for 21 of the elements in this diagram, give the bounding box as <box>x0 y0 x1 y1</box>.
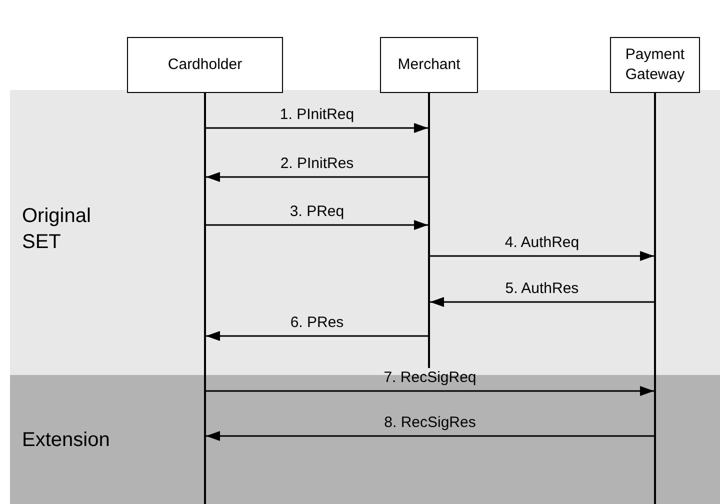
edge-label: 6. PRes <box>290 314 344 332</box>
section-label: Extension <box>22 428 110 453</box>
edge-label: 2. PInitRes <box>280 155 354 173</box>
edge-label: 1. PInitReq <box>280 106 354 124</box>
message-arrow <box>206 331 428 341</box>
edge-label: 7. RecSigReq <box>384 369 476 387</box>
participant-box: Cardholder <box>127 37 283 93</box>
edge-label: 5. AuthRes <box>505 280 579 298</box>
participant-box: Merchant <box>380 37 478 93</box>
participant-box: Payment Gateway <box>610 37 700 93</box>
section-label: Original SET <box>22 204 92 255</box>
message-arrow <box>206 386 654 396</box>
message-arrow <box>430 251 654 261</box>
edge-label: 8. RecSigRes <box>384 414 476 432</box>
edge-label: 3. PReq <box>290 203 344 221</box>
message-arrow <box>206 220 428 230</box>
message-arrow <box>430 297 654 307</box>
message-arrow <box>206 123 428 133</box>
edge-label: 4. AuthReq <box>504 234 580 252</box>
message-arrow <box>206 172 428 182</box>
message-arrow <box>206 431 654 441</box>
